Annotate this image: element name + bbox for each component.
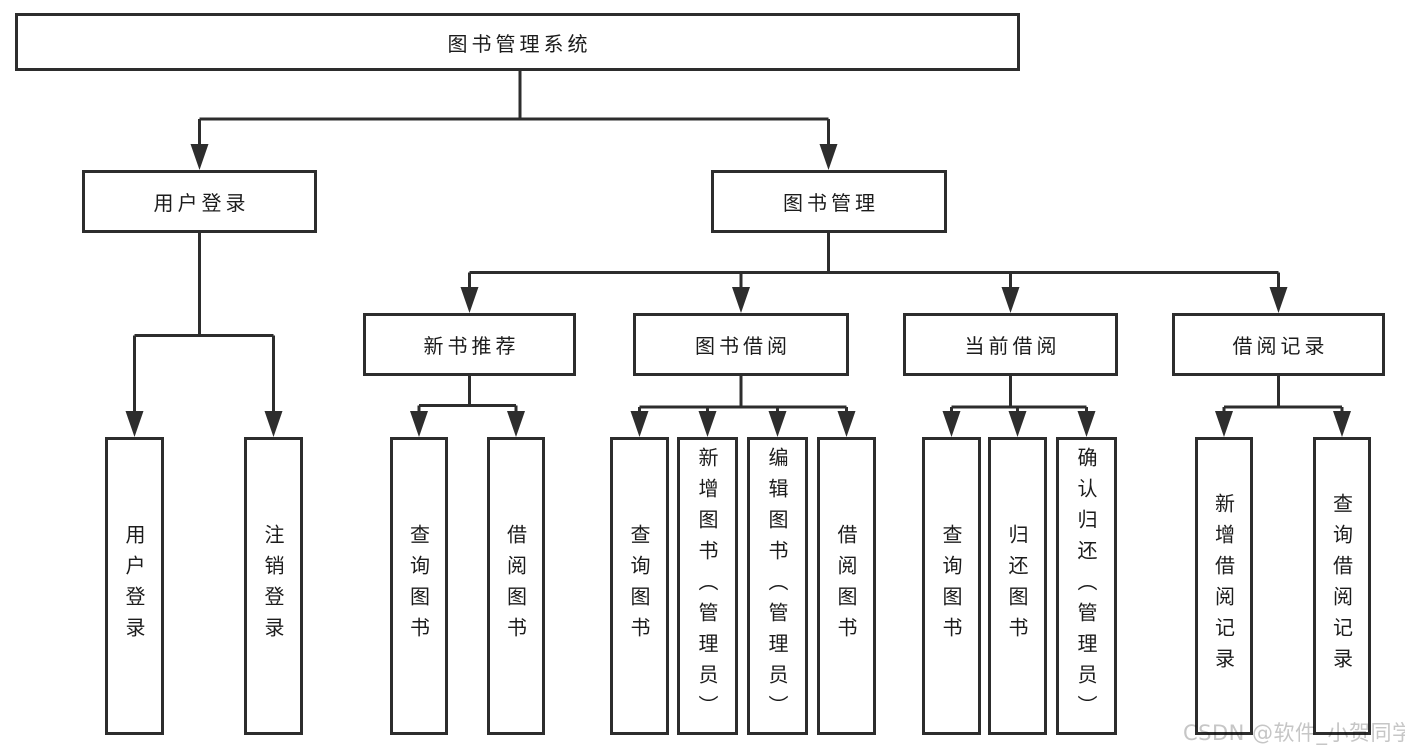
node-book-borrowing: 图书借阅 <box>633 313 849 376</box>
leaf-borrow-books: 借阅图书 <box>817 437 876 735</box>
node-label: 图书借阅 <box>695 334 791 358</box>
node-label: 借阅记录 <box>1232 334 1329 358</box>
leaf-return-book: 归还图书 <box>988 437 1047 735</box>
leaf-borrow-books-recommend: 借阅图书 <box>487 437 545 735</box>
node-label: 新书推荐 <box>423 334 520 358</box>
leaf-label: 确认归还（管理员） <box>1074 446 1098 726</box>
node-label: 图书管理系统 <box>447 31 592 56</box>
leaf-label: 借阅图书 <box>834 524 858 648</box>
leaf-label: 注销登录 <box>261 524 285 648</box>
leaf-label: 查询图书 <box>406 524 431 648</box>
node-label: 图书管理 <box>783 191 879 215</box>
node-book-management: 图书管理 <box>711 170 947 233</box>
node-new-book-recommend: 新书推荐 <box>363 313 576 376</box>
node-label: 用户登录 <box>153 191 250 215</box>
leaf-label: 编辑图书（管理员） <box>765 446 789 726</box>
leaf-label: 查询图书 <box>627 524 651 648</box>
leaf-user-login: 用户登录 <box>105 437 164 735</box>
node-current-borrowing: 当前借阅 <box>903 313 1118 376</box>
node-root-system: 图书管理系统 <box>15 13 1020 71</box>
leaf-query-borrow-record: 查询借阅记录 <box>1313 437 1371 735</box>
leaf-label: 新增图书（管理员） <box>695 446 719 726</box>
node-borrowing-records: 借阅记录 <box>1172 313 1385 376</box>
leaf-label: 归还图书 <box>1005 524 1029 648</box>
node-user-login: 用户登录 <box>82 170 317 233</box>
node-label: 当前借阅 <box>964 334 1061 358</box>
leaf-logout: 注销登录 <box>244 437 303 735</box>
arrowhead-glyphs <box>125 144 1351 437</box>
csdn-watermark: CSDN @软件_小贺同学 <box>1183 721 1405 745</box>
leaf-add-borrow-record: 新增借阅记录 <box>1195 437 1253 735</box>
leaf-add-book-admin: 新增图书（管理员） <box>677 437 738 735</box>
leaf-edit-book-admin: 编辑图书（管理员） <box>747 437 808 735</box>
leaf-label: 查询借阅记录 <box>1329 493 1354 679</box>
leaf-label: 查询图书 <box>939 524 963 648</box>
leaf-confirm-return-admin: 确认归还（管理员） <box>1056 437 1117 735</box>
leaf-label: 借阅图书 <box>503 524 528 648</box>
leaf-label: 新增借阅记录 <box>1211 493 1236 679</box>
leaf-query-books-borrowing: 查询图书 <box>610 437 669 735</box>
leaf-query-books-recommend: 查询图书 <box>390 437 448 735</box>
leaf-query-books-current: 查询图书 <box>922 437 981 735</box>
leaf-label: 用户登录 <box>122 524 146 648</box>
